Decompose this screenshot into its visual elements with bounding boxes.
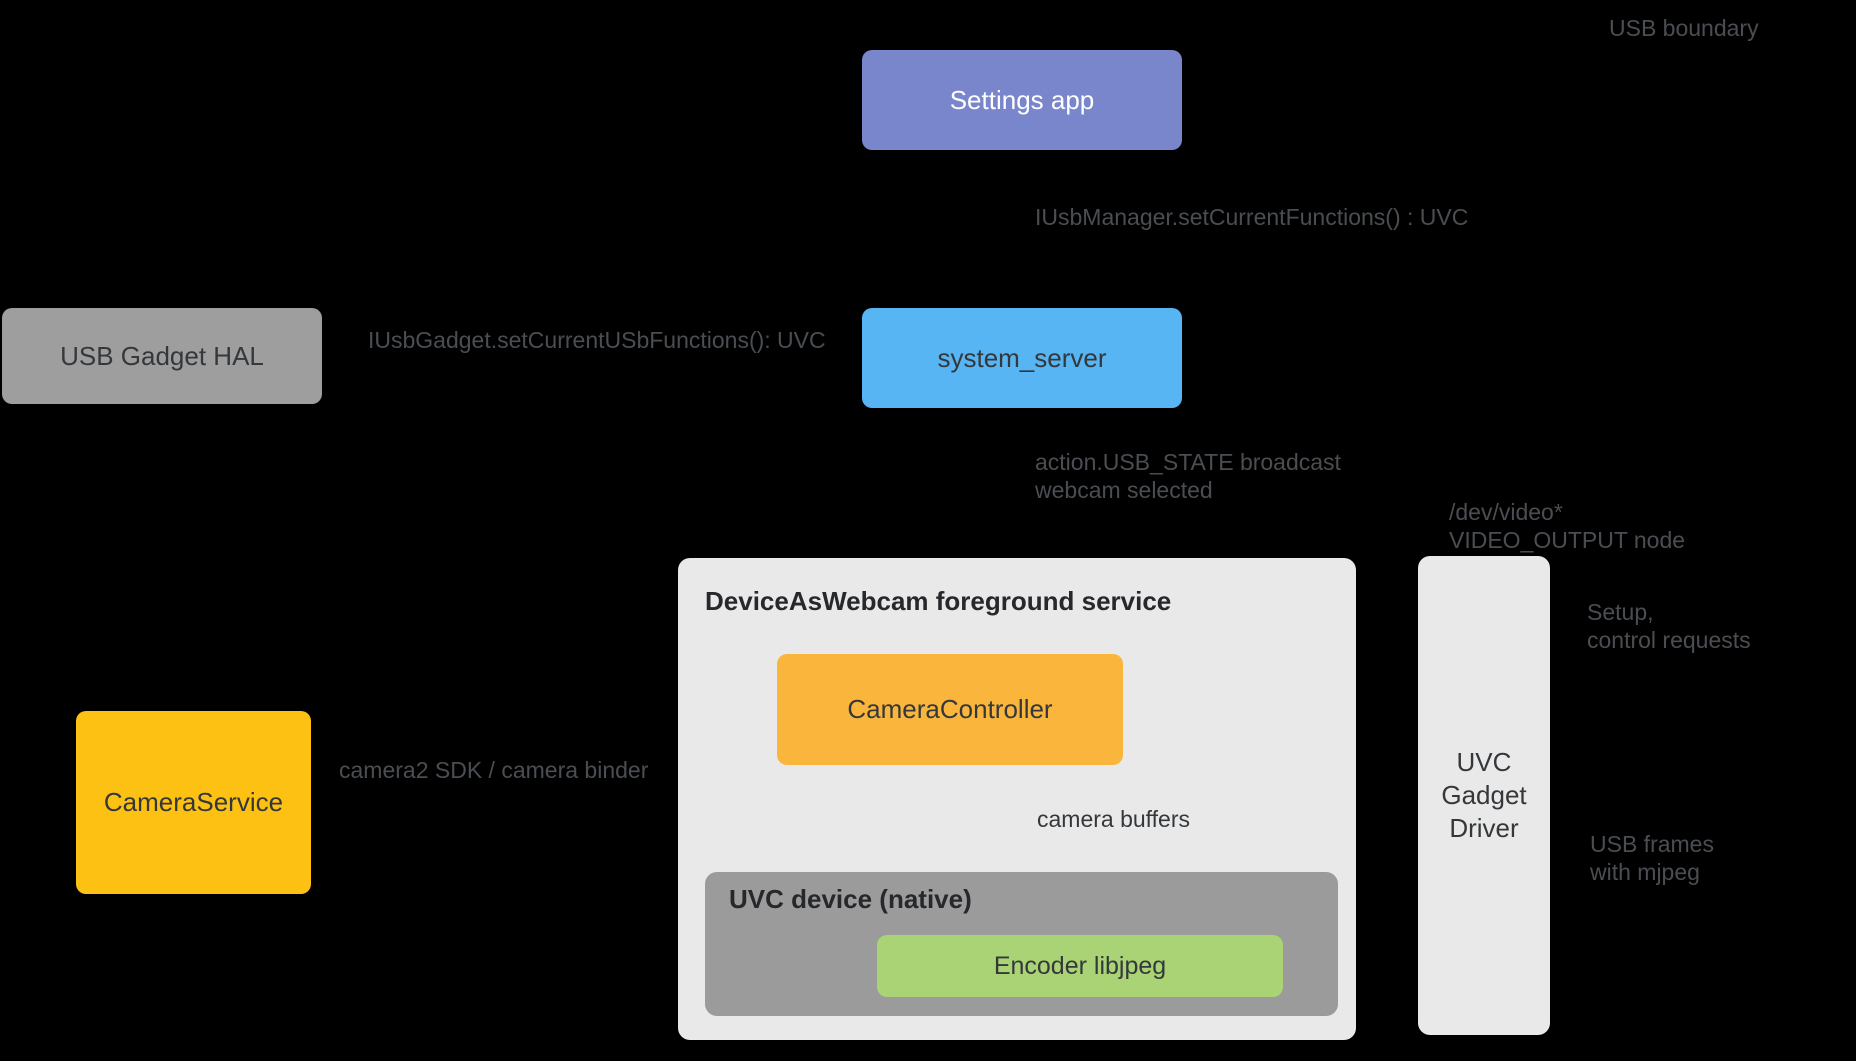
arrow-driver-setup-control <box>1356 631 1416 653</box>
settings-app-label: Settings app <box>949 84 1095 115</box>
camera-controller-box: CameraController <box>777 654 1123 765</box>
devaw-service-title: DeviceAsWebcam foreground service <box>705 586 1172 616</box>
encoder-libjpeg-label: Encoder libjpeg <box>993 951 1167 980</box>
uvc-device-title: UVC device (native) <box>729 884 972 914</box>
arrow-devaw-to-camera-service <box>311 791 678 813</box>
iusbgadget-call-label: IUsbGadget.setCurrentUSbFunctions(): UVC <box>368 327 826 353</box>
camera-service-box: CameraService <box>76 711 311 894</box>
camera-buffers-label: camera buffers <box>1037 806 1190 832</box>
system-server-label: system_server <box>937 342 1107 373</box>
arrow-system-server-to-devaw <box>1010 408 1032 556</box>
usb-gadget-hal-box: USB Gadget HAL <box>2 308 322 404</box>
iusbmanager-call-label: IUsbManager.setCurrentFunctions() : UVC <box>1035 204 1469 230</box>
uvc-gadget-driver-box: UVC Gadget Driver <box>1418 556 1550 1035</box>
camera-service-label: CameraService <box>103 787 284 817</box>
system-server-box: system_server <box>862 308 1182 408</box>
dev-video-node-label: /dev/video* VIDEO_OUTPUT node <box>1449 499 1686 553</box>
settings-app-box: Settings app <box>862 50 1182 150</box>
encoder-libjpeg-box: Encoder libjpeg <box>877 935 1283 997</box>
camera2-sdk-label: camera2 SDK / camera binder <box>339 757 649 783</box>
usb-boundary-label: USB boundary <box>1609 15 1759 41</box>
usb-gadget-hal-label: USB Gadget HAL <box>60 340 264 371</box>
camera-controller-label: CameraController <box>847 694 1053 724</box>
uvc-gadget-driver-label: UVC Gadget Driver <box>1441 747 1527 843</box>
usb-state-broadcast-label: action.USB_STATE broadcast webcam select… <box>1035 449 1341 503</box>
setup-control-requests-label: Setup, control requests <box>1587 599 1751 653</box>
arrow-settings-to-system-server <box>1011 150 1033 306</box>
usb-frames-mjpeg-label: USB frames with mjpeg <box>1590 831 1714 885</box>
arrow-system-server-to-usb-gadget-hal <box>324 345 858 367</box>
